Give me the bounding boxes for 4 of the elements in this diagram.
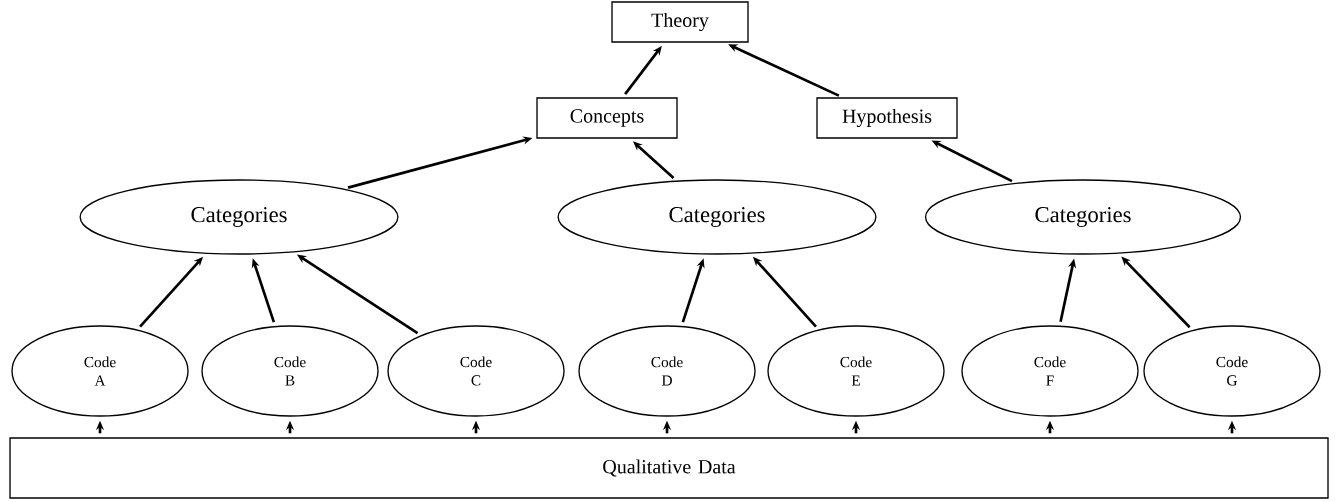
text-box: Hypothesis	[816, 97, 958, 139]
text-box: Qualitative Data	[9, 437, 1329, 499]
text-box: Theory	[611, 1, 749, 43]
text-box: Concepts	[536, 97, 678, 139]
